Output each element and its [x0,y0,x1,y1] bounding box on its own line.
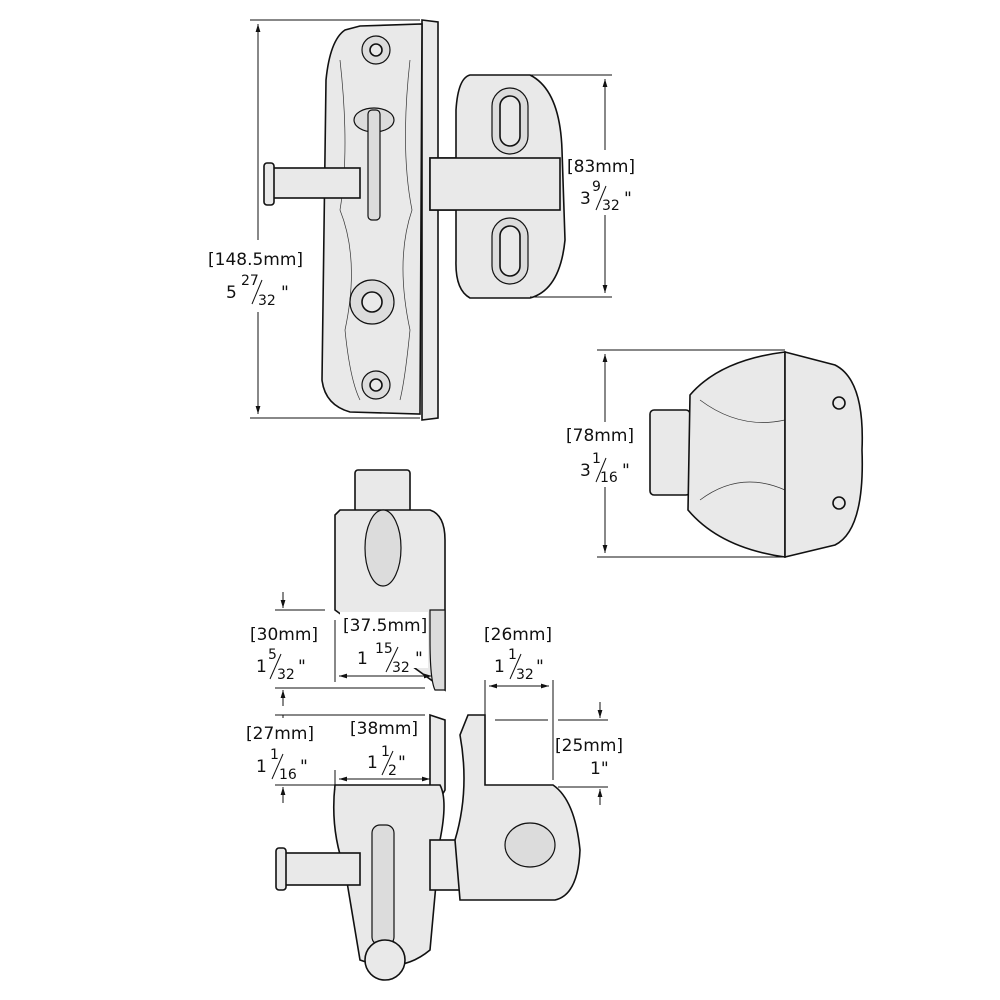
dim-height-total-num: 27 [241,273,259,289]
dim-keeper-width-mm: [26mm] [484,625,552,645]
dim-top-width-num: 15 [375,641,393,657]
dim-keeper-depth-mm: [25mm] [555,736,623,756]
dim-top-depth-num: 5 [268,647,277,663]
dim-top-width-mm: [37.5mm] [343,616,427,636]
bottom-view-latch [275,713,581,981]
dim-keeper-width-whole: 1 [494,657,505,677]
dim-side-height-unit: " [622,461,630,481]
dim-lower-depth-mm: [27mm] [246,724,314,744]
dim-side-height-num: 1 [592,451,601,467]
dim-keeper-width-den: 32 [516,667,534,683]
dim-lower-depth-den: 16 [279,767,297,783]
dim-keeper-height-mm: [83mm] [567,157,635,177]
dim-side-height-den: 16 [600,470,618,486]
dim-lower-width-mm: [38mm] [350,719,418,739]
dim-top-depth-mm: [30mm] [250,625,318,645]
side-view [649,350,864,559]
dim-lower-depth-num: 1 [270,747,279,763]
dim-top-width-den: 32 [392,660,410,676]
dim-keeper-width-num: 1 [508,647,517,663]
dim-top-depth-whole: 1 [256,657,267,677]
dim-lower-width-whole: 1 [367,753,378,773]
dim-height-total-mm: [148.5mm] [208,250,303,270]
dim-side-height-whole: 3 [580,461,591,481]
dim-top-depth-unit: " [298,657,306,677]
keeper-front-view [429,74,566,299]
dim-height-total-unit: " [281,283,289,303]
dim-height-total-whole: 5 [226,283,237,303]
dim-keeper-width-unit: " [536,657,544,677]
dim-keeper-height-whole: 3 [580,189,591,209]
dim-keeper-height-unit: " [624,189,632,209]
dim-keeper-depth-unit: 1" [590,759,609,779]
dim-lower-depth-unit: " [300,757,308,777]
dim-keeper-height-num: 9 [592,179,601,195]
dim-lower-depth-whole: 1 [256,757,267,777]
dim-lower-width-den: 2 [388,763,397,779]
dim-top-depth-den: 32 [277,667,295,683]
dim-lower-width-num: 1 [381,744,390,760]
dim-top-width-unit: " [415,649,423,669]
dim-keeper-height-den: 32 [602,198,620,214]
dim-top-width-whole: 1 [357,649,368,669]
dim-height-total-den: 32 [258,293,276,309]
dim-side-height-mm: [78mm] [566,426,634,446]
dim-lower-width-unit: " [398,753,406,773]
